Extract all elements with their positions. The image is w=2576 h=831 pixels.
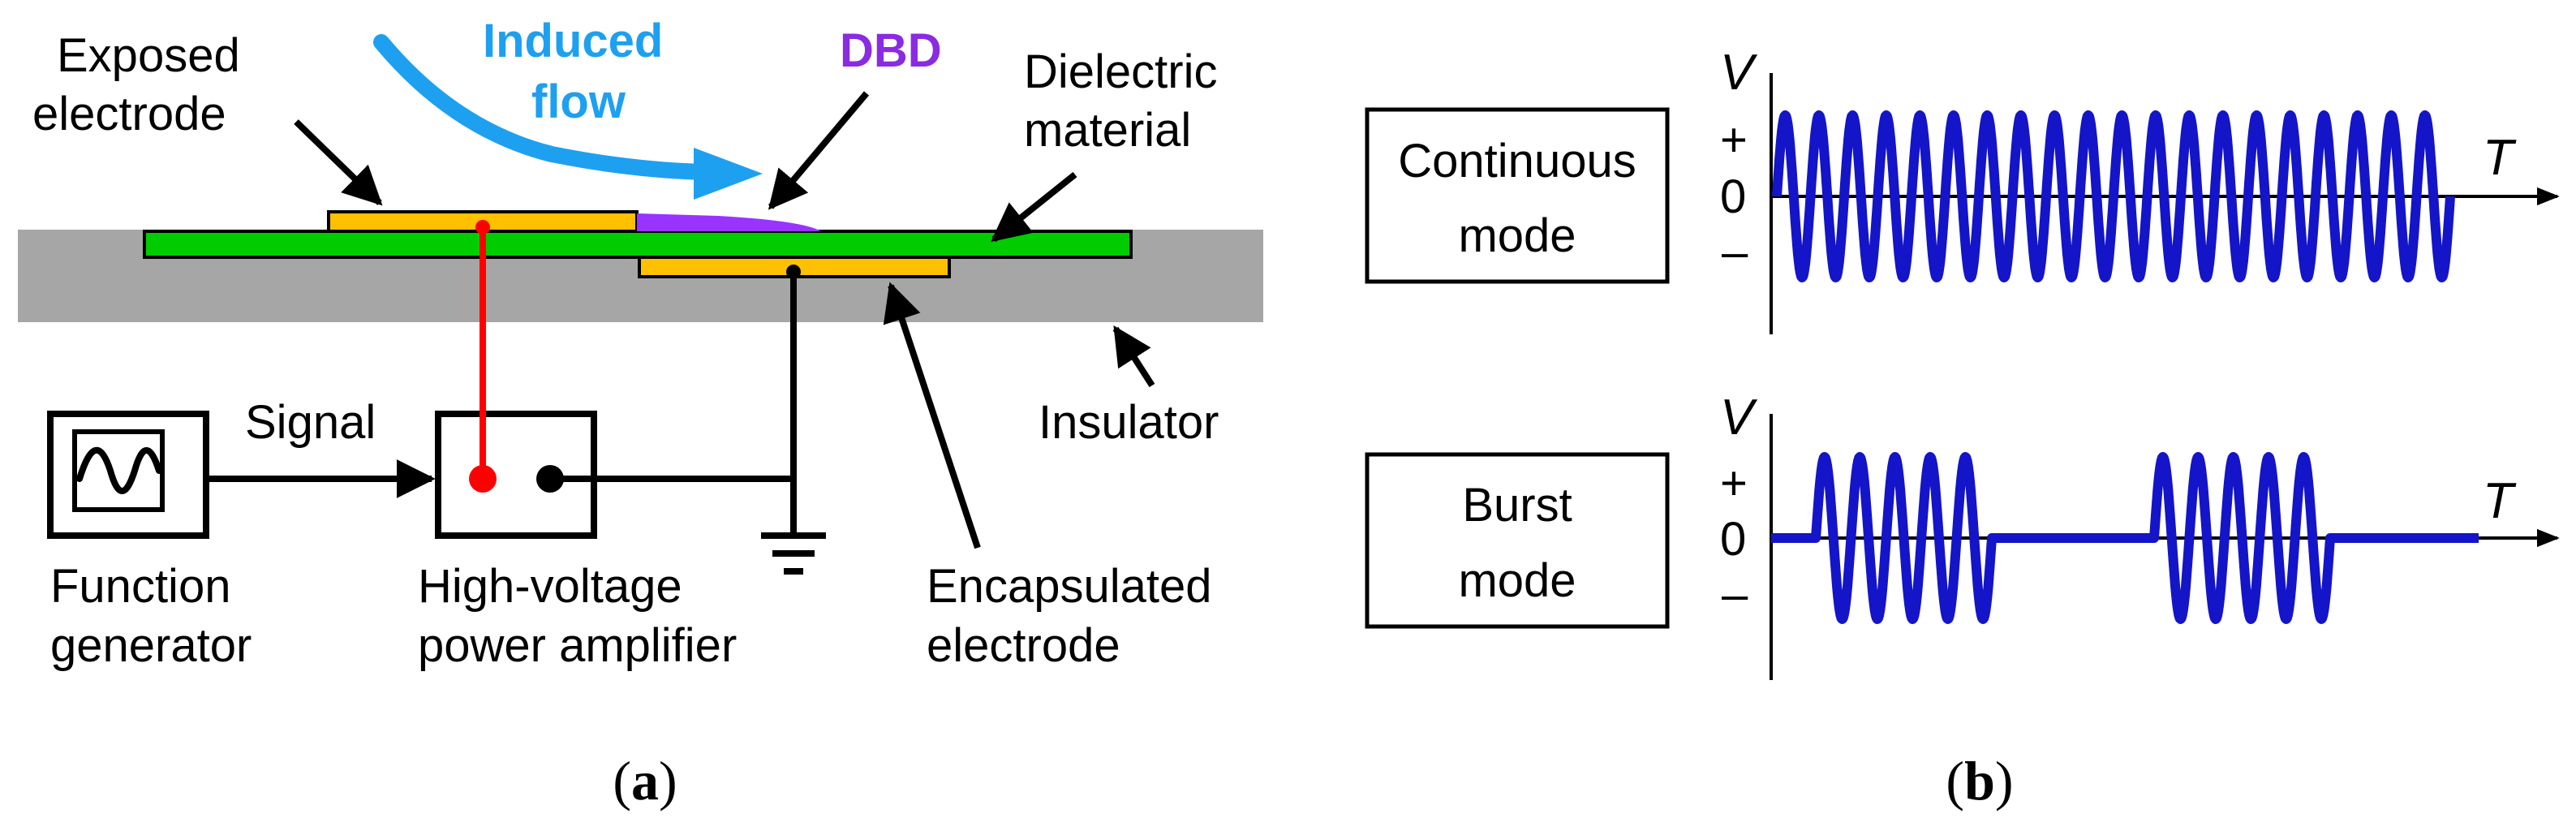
label-flow: flow xyxy=(531,75,626,128)
arrow-dbd xyxy=(768,91,870,210)
continuous-plus-label: + xyxy=(1720,114,1748,166)
burst-box-line2: mode xyxy=(1458,554,1576,607)
caption-b: (b) xyxy=(1946,750,2013,812)
burst-minus-label: – xyxy=(1722,568,1748,621)
label-dielectric-line1: Dielectric xyxy=(1024,45,1218,98)
burst-box-line1: Burst xyxy=(1462,479,1572,532)
caption-a: (a) xyxy=(613,750,677,812)
label-encapsulated-line1: Encapsulated xyxy=(927,560,1211,613)
panel-a: Exposed electrode Induced flow DBD Diele… xyxy=(18,15,1263,812)
arrow-exposed-electrode xyxy=(294,119,383,206)
continuous-box-line1: Continuous xyxy=(1398,135,1636,187)
induced-flow-arrow xyxy=(373,34,714,180)
ground-wire-node-top xyxy=(786,265,801,279)
burst-plus-label: + xyxy=(1720,457,1748,510)
amplifier-box xyxy=(435,411,597,539)
label-function-line2: generator xyxy=(50,619,252,672)
hv-wire-node-top xyxy=(475,220,490,235)
label-insulator: Insulator xyxy=(1039,396,1219,449)
label-function-line1: Function xyxy=(50,560,230,613)
label-exposed-line2: electrode xyxy=(32,88,226,140)
burst-waveform xyxy=(1771,452,2479,624)
label-exposed-line1: Exposed xyxy=(57,29,240,82)
arrow-encapsulated xyxy=(883,282,981,549)
continuous-waveform xyxy=(1772,110,2455,282)
panel-b: Continuous mode V T + 0 – Burst mode V T… xyxy=(1365,45,2560,812)
amplifier-hv-terminal xyxy=(469,465,497,493)
function-generator-wave-icon xyxy=(76,447,162,494)
continuous-box-line2: mode xyxy=(1458,209,1576,262)
continuous-zero-label: 0 xyxy=(1720,170,1746,223)
label-dbd: DBD xyxy=(840,24,942,77)
arrow-dielectric xyxy=(991,171,1077,243)
label-encapsulated-line2: electrode xyxy=(927,619,1120,672)
dbd-plasma xyxy=(637,213,821,231)
induced-flow-arrowhead xyxy=(694,148,763,200)
function-generator-screen xyxy=(72,429,165,512)
continuous-minus-label: – xyxy=(1722,226,1748,278)
burst-mode-box xyxy=(1365,452,1670,629)
arrow-insulator xyxy=(1112,325,1155,388)
label-dielectric-line2: material xyxy=(1024,104,1191,157)
ground-symbol xyxy=(761,532,826,575)
label-amplifier-line2: power amplifier xyxy=(418,619,737,672)
dielectric-layer xyxy=(143,230,1133,259)
burst-y-label: V xyxy=(1720,390,1758,446)
burst-x-label: T xyxy=(2483,473,2517,529)
label-signal: Signal xyxy=(245,396,376,449)
label-induced: Induced xyxy=(483,15,663,67)
burst-zero-label: 0 xyxy=(1720,513,1746,566)
continuous-x-label: T xyxy=(2483,130,2517,186)
continuous-y-label: V xyxy=(1720,45,1758,101)
continuous-mode-box xyxy=(1365,107,1670,284)
label-amplifier-line1: High-voltage xyxy=(418,560,682,613)
